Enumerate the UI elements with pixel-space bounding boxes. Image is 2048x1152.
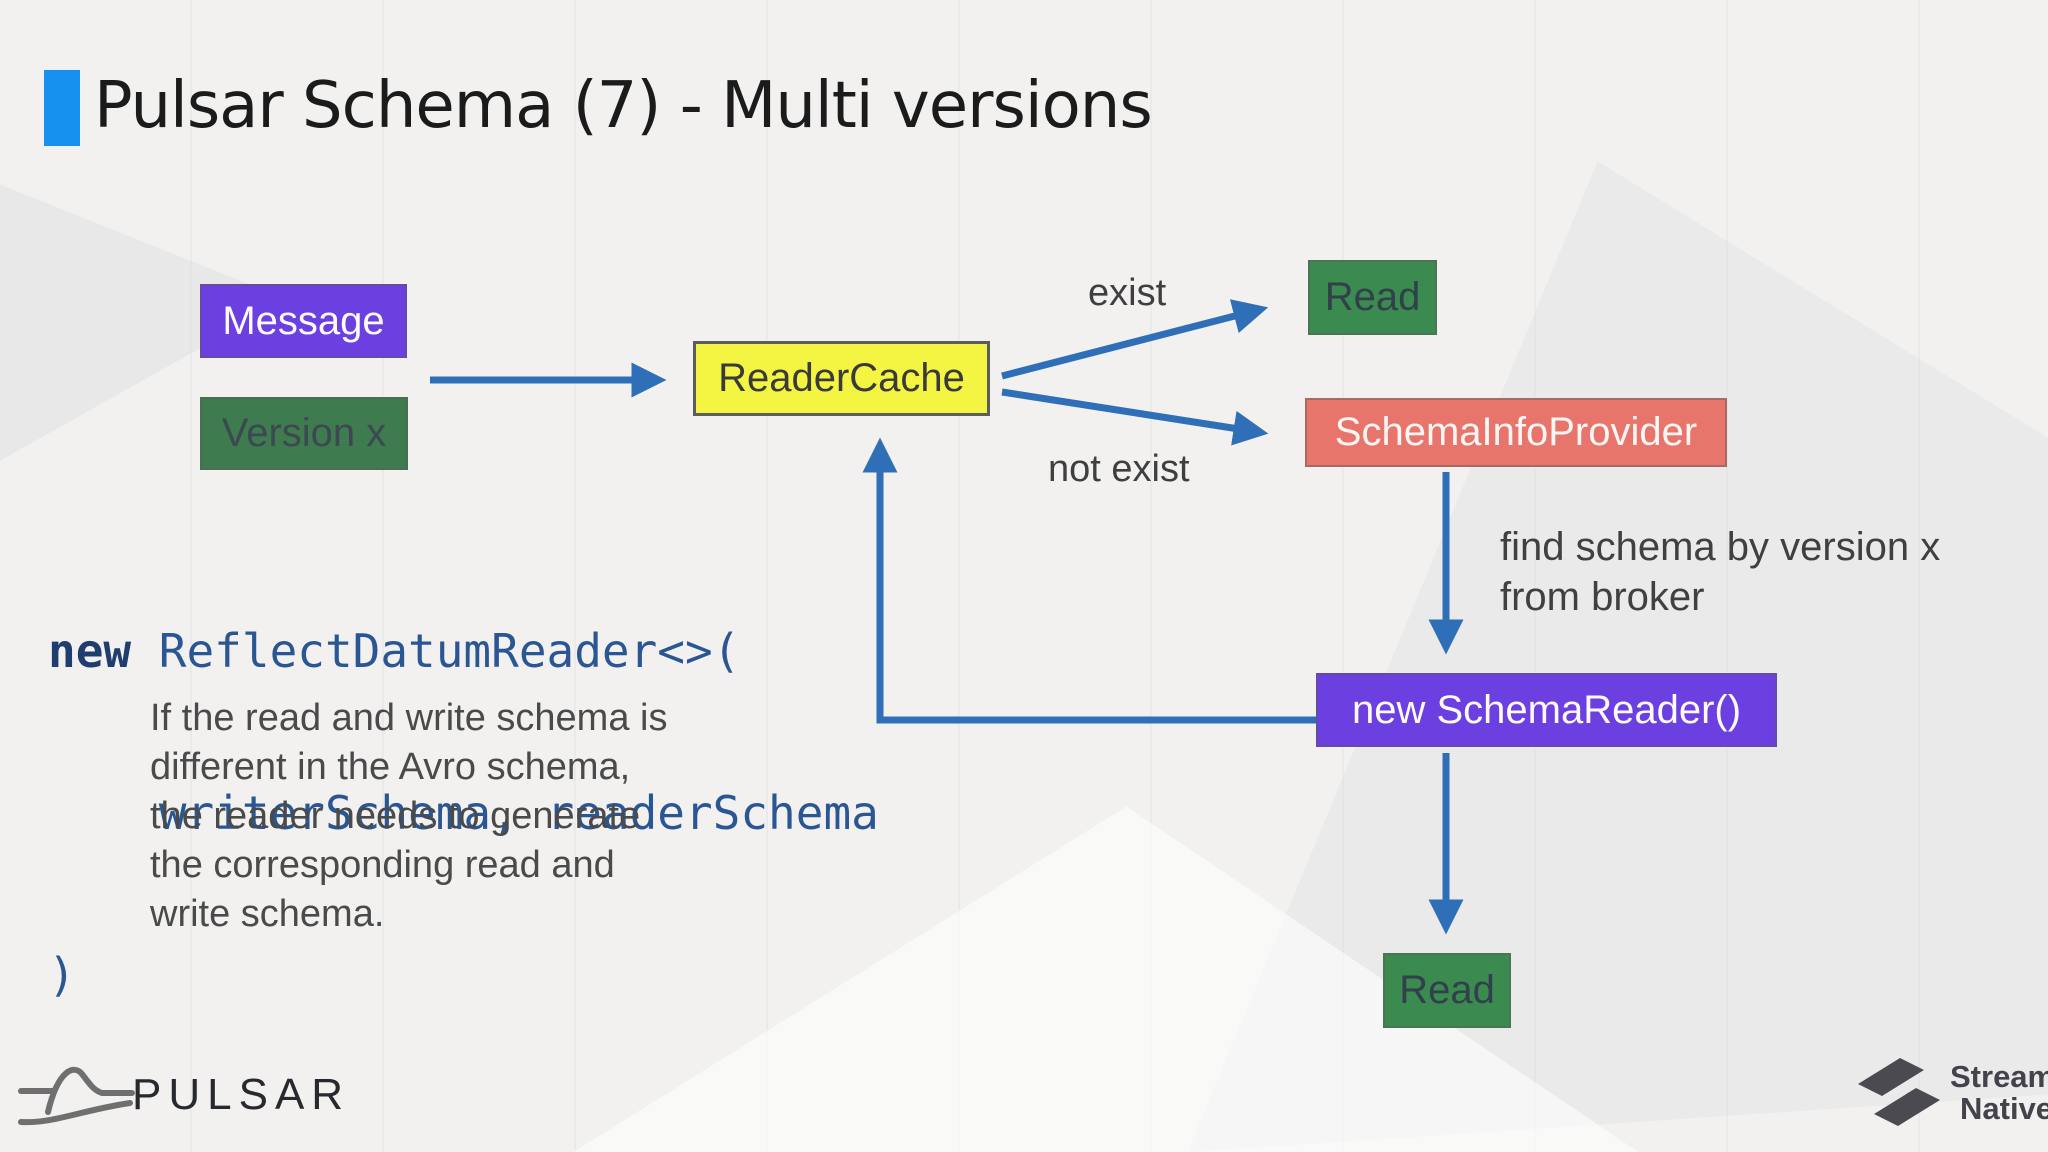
version-x-box: Version x xyxy=(200,397,408,470)
code-snippet: new ReflectDatumReader<>( writerSchema, … xyxy=(48,516,879,1110)
code-line-1: new ReflectDatumReader<>( xyxy=(48,624,879,678)
new-schemareader-box: new SchemaReader() xyxy=(1316,673,1777,747)
streamnative-logo: Stream Native xyxy=(1852,1050,2048,1136)
readercache-box: ReaderCache xyxy=(693,341,990,416)
message-box-label: Message xyxy=(222,298,385,343)
streamnative-line2: Native xyxy=(1960,1091,2048,1126)
pulsar-logo-text: PULSAR xyxy=(132,1070,351,1119)
arrow-notexist-to-schemainfoprovider xyxy=(1001,388,1269,446)
find-schema-label: find schema by version x from broker xyxy=(1500,525,1941,619)
streamnative-icon xyxy=(1858,1058,1940,1126)
title-row: Pulsar Schema (7) - Multi versions xyxy=(44,64,1153,148)
pulsar-logo: PULSAR xyxy=(18,1058,350,1132)
new-schemareader-box-label: new SchemaReader() xyxy=(1351,687,1742,732)
note-paragraph: If the read and write schema is differen… xyxy=(150,697,668,935)
not-exist-label: not exist xyxy=(1048,448,1190,490)
code-line-1-rest: ReflectDatumReader<>( xyxy=(131,624,741,678)
streamnative-line1: Stream xyxy=(1950,1059,2048,1094)
streamnative-text: Stream Native xyxy=(1950,1061,2048,1125)
schemainfoprovider-box: SchemaInfoProvider xyxy=(1305,398,1727,467)
read-bottom-box: Read xyxy=(1383,953,1511,1028)
readercache-box-label: ReaderCache xyxy=(718,356,965,400)
pulsar-wave-icon xyxy=(18,1066,135,1126)
code-line-3: ) xyxy=(48,948,76,1002)
read-bottom-box-label: Read xyxy=(1399,968,1495,1012)
exist-label: exist xyxy=(1088,272,1167,314)
code-line-2: writerSchema, readerSchema xyxy=(48,786,879,840)
message-box: Message xyxy=(200,284,407,358)
arrow-exist-to-read xyxy=(1001,299,1269,380)
title-bullet xyxy=(44,70,80,146)
page-title: Pulsar Schema (7) - Multi versions xyxy=(94,69,1153,143)
version-x-box-label: Version x xyxy=(221,411,387,455)
read-top-box: Read xyxy=(1308,260,1437,335)
read-top-box-label: Read xyxy=(1324,275,1421,319)
schemainfoprovider-box-label: SchemaInfoProvider xyxy=(1334,410,1698,454)
code-keyword-new: new xyxy=(48,624,132,678)
